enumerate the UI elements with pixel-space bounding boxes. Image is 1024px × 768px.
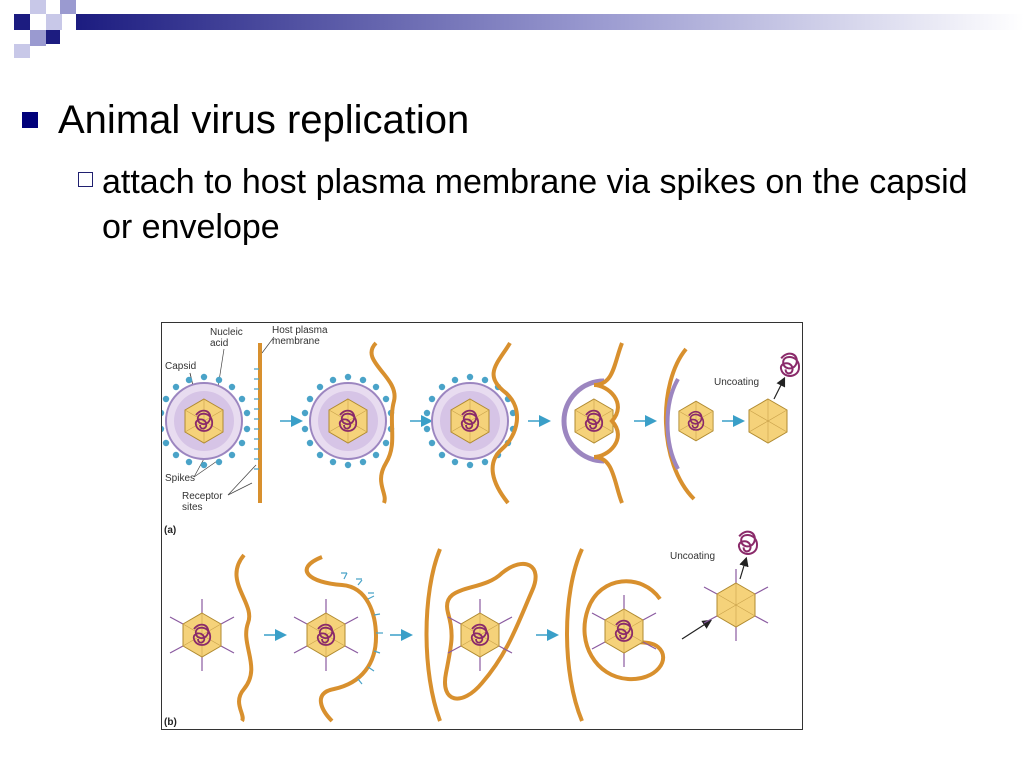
naked-virus-4 [592, 595, 656, 667]
receptor-sites-b [341, 572, 383, 685]
figure-drawing: Nucleic acid Host plasma membrane Capsid… [162, 325, 801, 728]
naked-virus-2 [294, 599, 358, 671]
label-receptor-1: Receptor [182, 491, 223, 502]
virus-replication-figure: Nucleic acid Host plasma membrane Capsid… [161, 322, 803, 730]
title-bar [76, 14, 1024, 30]
bullet-hollow-square-icon [78, 172, 93, 187]
panel-b: Uncoating (b) [164, 530, 769, 728]
bullet-square-icon [22, 112, 38, 128]
label-host-membrane-1: Host plasma [272, 325, 328, 336]
header-decoration [14, 0, 1024, 58]
corner-square-2 [30, 0, 46, 14]
nucleic-acid-released-a [779, 352, 801, 377]
enveloped-virus-2 [301, 373, 395, 469]
empty-capsid-a [748, 398, 788, 444]
nucleic-acid-released-b [737, 530, 759, 555]
corner-square-7 [46, 30, 60, 44]
label-host-membrane-2: membrane [272, 336, 320, 347]
corner-square-6 [14, 44, 30, 58]
naked-virus-1 [170, 599, 234, 671]
corner-square-4 [60, 0, 76, 14]
label-spikes: Spikes [165, 473, 195, 484]
corner-square-5 [30, 30, 46, 46]
label-nucleic-acid-2: acid [210, 338, 228, 349]
receptor-sites [254, 368, 259, 470]
label-uncoating-b: Uncoating [670, 551, 715, 562]
label-panel-b: (b) [164, 717, 177, 728]
corner-square-3 [46, 14, 62, 30]
label-nucleic-acid-1: Nucleic [210, 327, 243, 338]
corner-square-1 [14, 14, 30, 30]
label-panel-a: (a) [164, 525, 176, 536]
enveloped-virus-1 [162, 373, 251, 469]
slide-title: Animal virus replication [58, 98, 470, 142]
empty-capsid-b [703, 569, 769, 641]
released-capsid-a [678, 400, 714, 442]
naked-virus-3 [448, 599, 512, 671]
slide-subtitle: attach to host plasma membrane via spike… [102, 163, 968, 246]
label-receptor-2: sites [182, 502, 203, 513]
enveloped-virus-4 [561, 378, 614, 464]
label-capsid: Capsid [165, 361, 196, 372]
panel-a: Nucleic acid Host plasma membrane Capsid… [162, 325, 801, 536]
label-uncoating-a: Uncoating [714, 377, 759, 388]
